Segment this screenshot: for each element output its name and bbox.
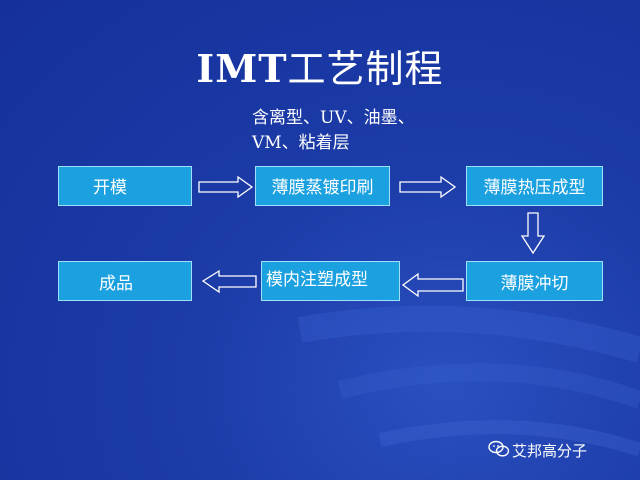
step-box-open-mold: 开模 — [58, 166, 192, 206]
slide-title: IMT工艺制程 — [0, 38, 640, 93]
step-box-film-thermoforming: 薄膜热压成型 — [466, 166, 603, 206]
note-line-1: 含离型、UV、油墨、 — [252, 108, 415, 128]
step-box-film-printing: 薄膜蒸镀印刷 — [255, 166, 390, 206]
arrow-right-1 — [198, 175, 254, 199]
step-label: 模内注塑成型 — [266, 270, 368, 290]
step-label: 成品 — [99, 274, 133, 294]
title-latin: IMT — [196, 46, 288, 91]
step-label: 薄膜蒸镀印刷 — [271, 178, 374, 198]
wechat-icon — [488, 440, 510, 457]
step-box-finished-product: 成品 — [58, 261, 192, 301]
materials-note: 含离型、UV、油墨、 VM、粘着层 — [252, 106, 482, 156]
arrow-left-2 — [201, 269, 257, 294]
arrow-left-1 — [401, 272, 464, 298]
step-box-injection-molding: 模内注塑成型 — [261, 261, 400, 301]
title-cjk: 工艺制程 — [287, 47, 444, 91]
step-label: 薄膜热压成型 — [483, 178, 586, 198]
watermark-text: 艾邦高分子 — [512, 442, 588, 460]
arrow-right-2 — [399, 175, 457, 199]
arrow-down — [520, 212, 546, 255]
step-box-film-punching: 薄膜冲切 — [466, 261, 603, 301]
step-label: 薄膜冲切 — [500, 274, 569, 294]
step-label: 开模 — [93, 178, 127, 198]
note-line-2: VM、粘着层 — [252, 133, 350, 153]
